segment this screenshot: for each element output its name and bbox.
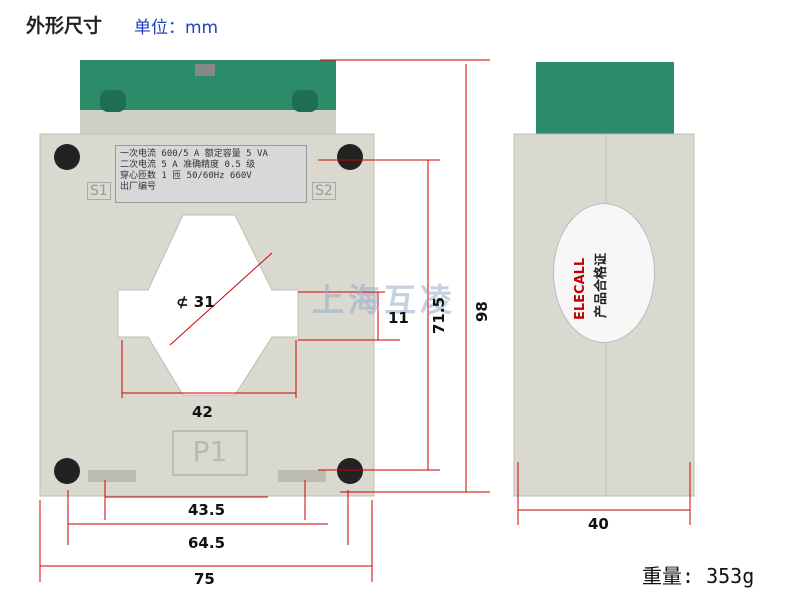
dim-43-5: 43.5 <box>188 501 226 519</box>
dim-diameter: ⊄ 31 <box>176 293 215 311</box>
unit-label: 单位：mm <box>134 18 219 38</box>
screw-bottom-left <box>54 458 80 484</box>
dim-40: 40 <box>588 515 609 533</box>
terminal-s2-label: S2 <box>312 182 336 200</box>
weight-label: 重量: 353g <box>642 564 755 588</box>
page-title: 外形尺寸 <box>26 15 103 37</box>
side-cap <box>536 62 674 134</box>
plate-line-1: 一次电流 600/5 A 额定容量 5 VA <box>120 149 268 159</box>
certificate-sticker <box>553 203 655 343</box>
cap-slot-right <box>292 90 318 112</box>
screw-bottom-right <box>337 458 363 484</box>
plate-line-2: 二次电流 5 A 准确精度 0.5 级 <box>120 160 256 170</box>
dim-11: 11 <box>388 309 409 327</box>
plate-line-3: 穿心匝数 1 匝 50/60Hz 660V <box>120 171 252 181</box>
p1-marking: P1 <box>172 430 248 476</box>
slot-right <box>278 470 326 482</box>
front-cap-base <box>80 110 336 134</box>
cross-window <box>117 214 299 396</box>
dim-64-5: 64.5 <box>188 534 226 552</box>
terminal-s1-label: S1 <box>87 182 111 200</box>
sticker-brand-text: ELECALL <box>573 257 588 320</box>
sticker-cert-text: 产品合格证 <box>594 252 609 318</box>
dim-71-5: 71.5 <box>430 296 448 334</box>
plate-line-4: 出厂编号 <box>120 182 157 192</box>
dim-75: 75 <box>194 570 215 588</box>
slot-left <box>88 470 136 482</box>
screw-top-left <box>54 144 80 170</box>
dimension-lines <box>39 59 691 582</box>
cap-slot-left <box>100 90 126 112</box>
dim-98: 98 <box>473 301 491 322</box>
dim-42: 42 <box>192 403 213 421</box>
cap-screw <box>195 64 215 76</box>
screw-top-right <box>337 144 363 170</box>
rating-plate: 一次电流 600/5 A 额定容量 5 VA 二次电流 5 A 准确精度 0.5… <box>115 145 307 203</box>
watermark: 上海互凌 <box>312 281 457 319</box>
